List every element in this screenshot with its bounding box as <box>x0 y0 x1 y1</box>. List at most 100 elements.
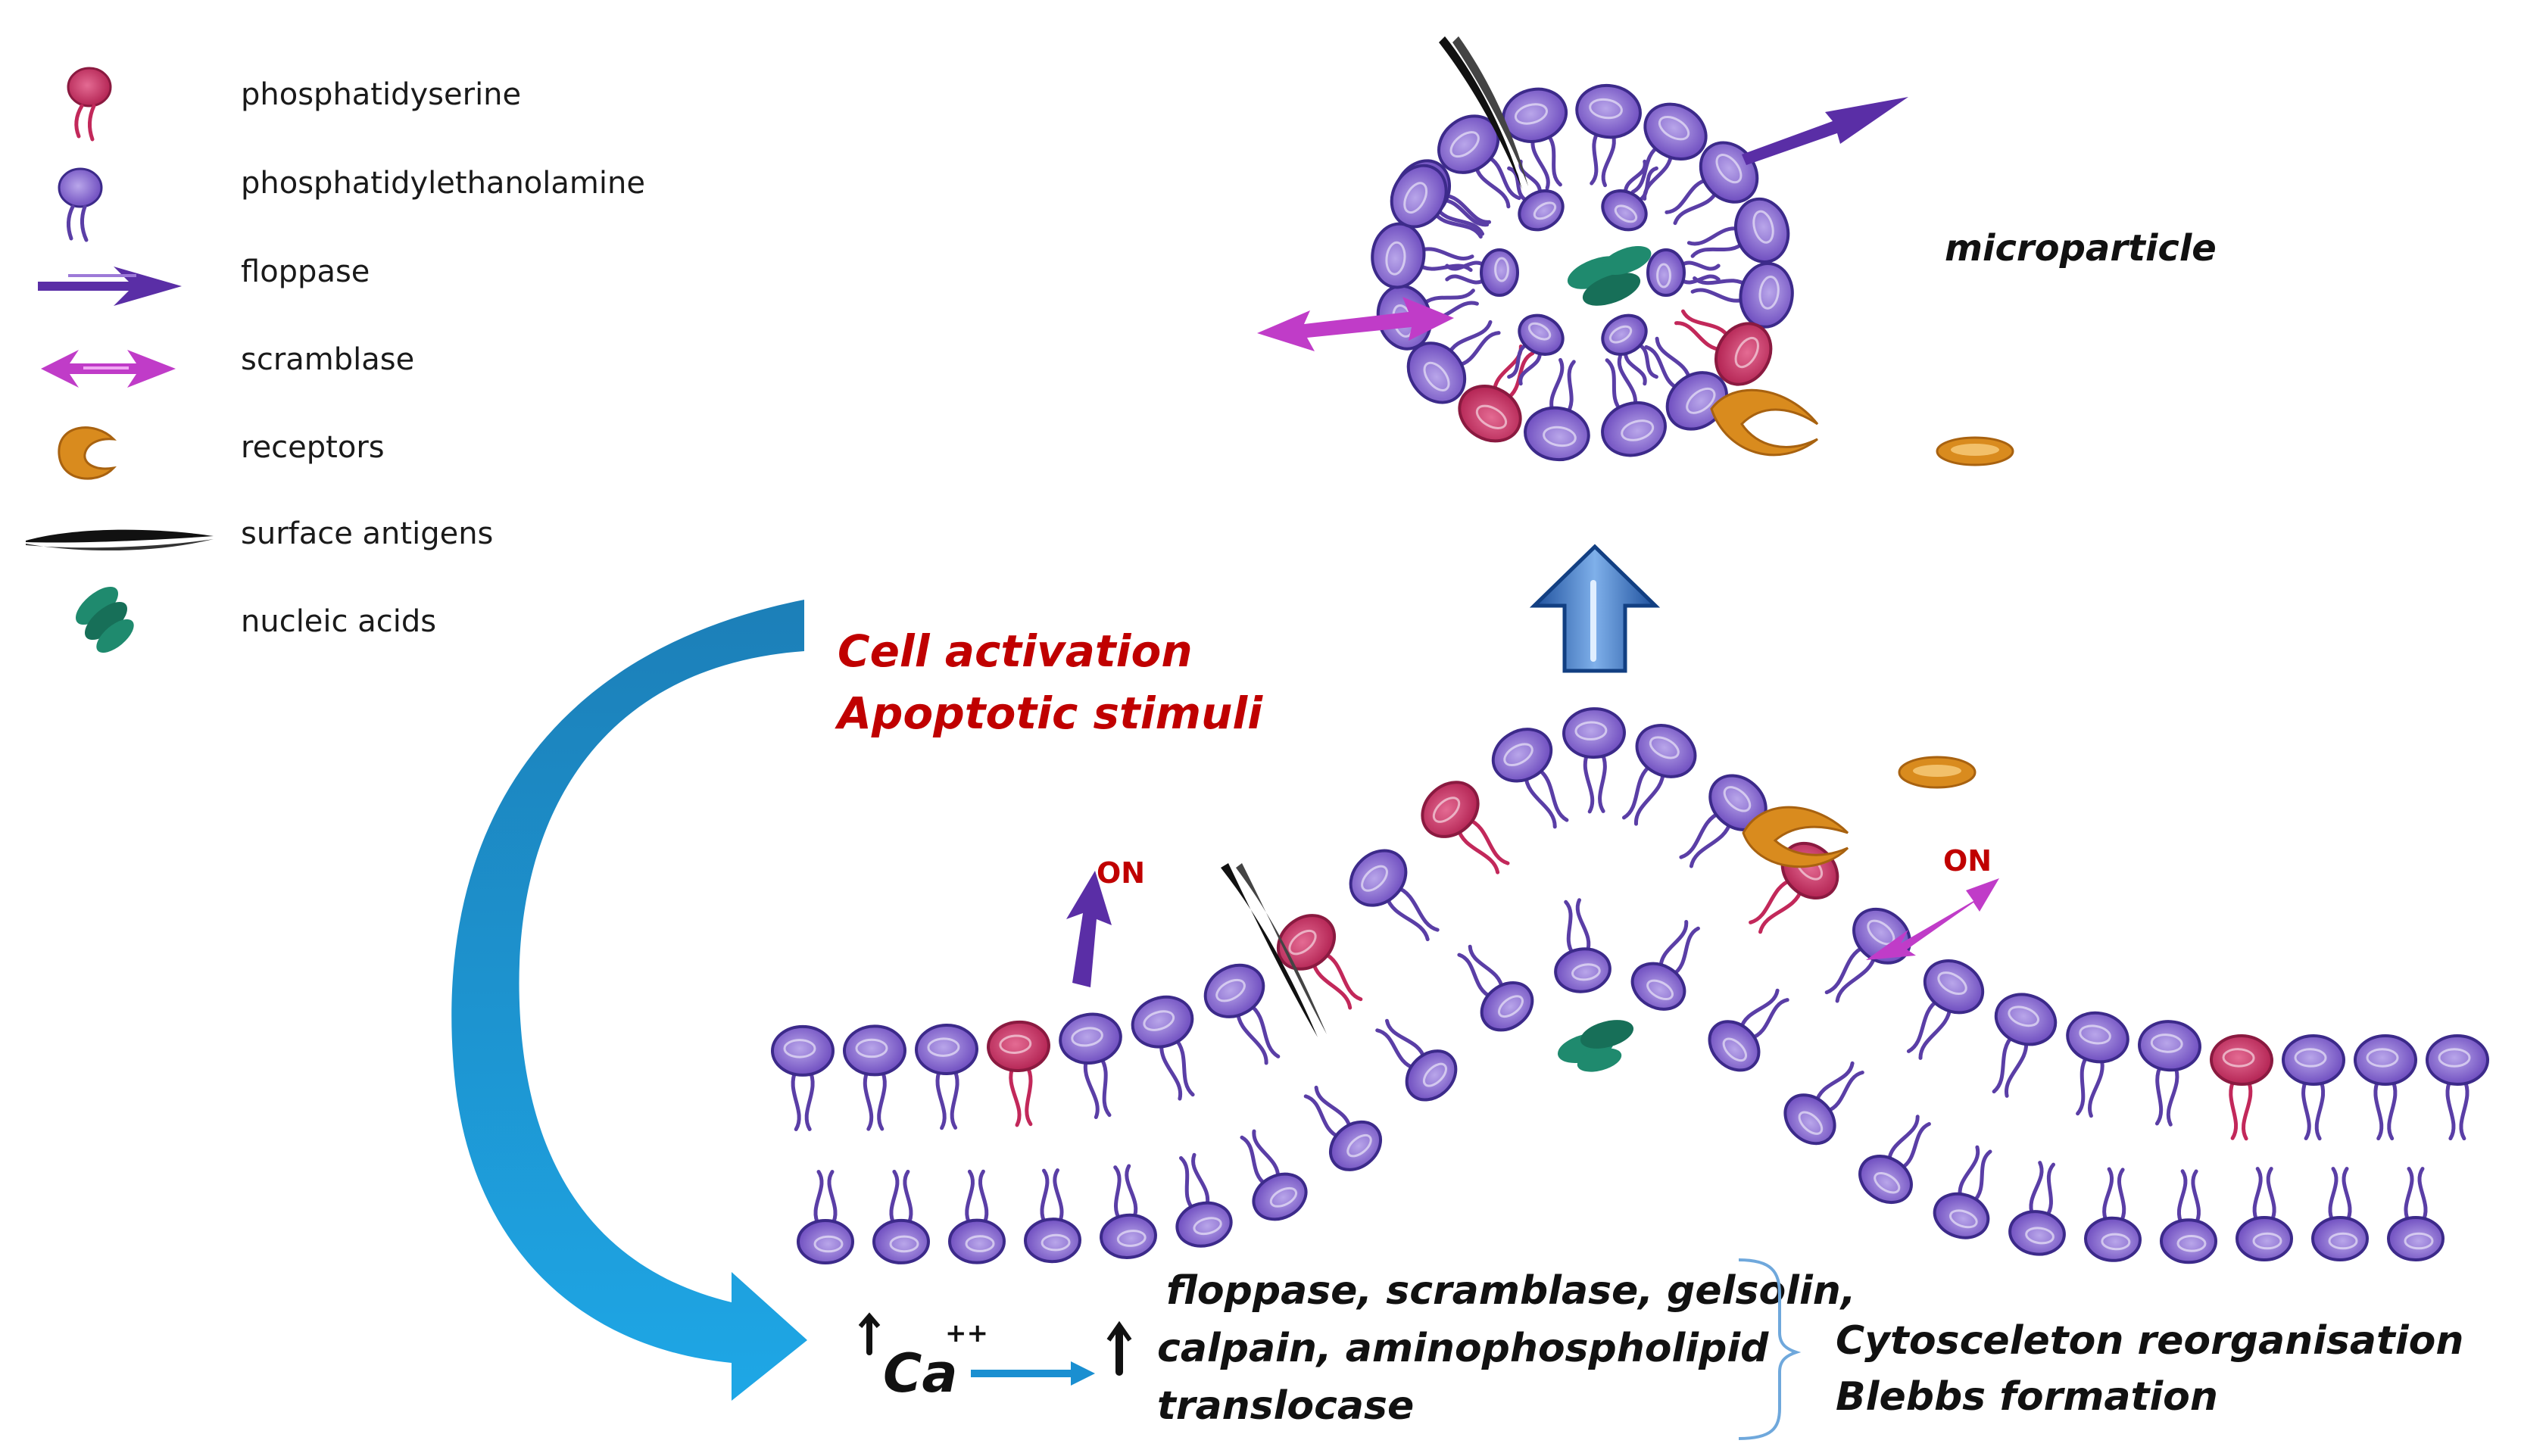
phosphatidylethanolamine-molecule <box>1406 341 1467 404</box>
lipid-tail <box>1394 885 1440 932</box>
phosphatidylethanolamine-molecule <box>1059 1012 1122 1065</box>
phosphatidylethanolamine-molecule <box>1994 993 2058 1046</box>
legend-label: receptors <box>241 430 385 465</box>
lipid-tail <box>1303 1094 1342 1140</box>
phosphatidylethanolamine-molecule <box>1852 907 1911 965</box>
lipid-tail <box>1601 130 1616 188</box>
lipid-tail <box>965 1169 975 1227</box>
floppase-arrow-icon <box>38 267 182 306</box>
phosphatidylethanolamine-molecule <box>1630 962 1686 1011</box>
phosphatidylethanolamine-molecule <box>1131 995 1194 1049</box>
microparticle-floppase-arrow <box>1742 97 1908 165</box>
lipid-tail <box>1474 163 1511 209</box>
lipid-tail <box>1624 348 1647 386</box>
lipid-tail <box>1025 1063 1033 1127</box>
lipid-tail <box>1311 959 1353 1010</box>
lipid-tail <box>1679 811 1722 859</box>
phosphatidylethanolamine-molecule <box>2354 1034 2417 1087</box>
lipid-tail <box>1564 899 1576 957</box>
phosphatidylethanolamine-molecule <box>1371 222 1426 289</box>
lipid-tail <box>2191 1169 2201 1227</box>
lipid-tail <box>1484 154 1521 201</box>
lipid-tail <box>1524 773 1557 829</box>
legend-label: surface antigens <box>241 516 493 551</box>
phosphatidylethanolamine-molecule <box>1480 981 1534 1032</box>
lipid-tail <box>1179 1156 1196 1211</box>
phosphatidylethanolamine-molecule <box>2282 1034 2345 1087</box>
calcium-charge-label: ++ <box>945 1318 988 1348</box>
lipid-tail <box>1749 998 1789 1040</box>
phosphatidylserine-molecule <box>1276 914 1337 971</box>
enzymes-label-line3: translocase <box>1157 1383 1414 1429</box>
nucleic-acid-icon <box>75 586 134 653</box>
legend-label: floppase <box>241 254 370 289</box>
phosphatidylethanolamine-molecule <box>1329 1120 1382 1171</box>
lipid-tail <box>1665 177 1711 214</box>
lipid-tail <box>1375 1028 1417 1071</box>
lipid-tail <box>2176 1169 2188 1227</box>
lipid-tail <box>2076 1053 2090 1116</box>
release-up-arrow <box>1529 544 1661 673</box>
phosphatidylethanolamine-molecule <box>1562 707 1626 759</box>
lipid-tail <box>2301 1077 2311 1140</box>
effect-label-blebbs: Blebbs formation <box>1836 1374 2218 1420</box>
lipid-tail <box>1655 336 1692 382</box>
phosphatidylethanolamine-molecule <box>1646 248 1686 297</box>
lipid-tail <box>1113 1165 1122 1222</box>
phosphatidylethanolamine-molecule <box>1933 1192 1990 1239</box>
lipid-tail <box>1549 357 1565 415</box>
calcium-pathway: Ca ++ floppase, scramblase, gelsolin, ca… <box>858 1258 2463 1440</box>
membrane-floppase-arrow <box>1066 871 1112 987</box>
lipid-tail <box>2088 1055 2104 1118</box>
phosphatidylethanolamine-molecule <box>1575 83 1642 139</box>
lipid-tail <box>2459 1077 2470 1141</box>
phosphatidylethanolamine-molecule <box>1858 1154 1913 1205</box>
legend-item-phosphatidylserine: phosphatidyserine <box>67 67 521 142</box>
lipid-tail <box>1644 345 1681 391</box>
membrane-lipid-heads <box>771 707 2489 1264</box>
legend: phosphatidyserine phosphatidylethanolami… <box>26 67 645 653</box>
lipid-tail <box>1125 1164 1138 1221</box>
lipid-tail <box>1565 360 1576 416</box>
lipid-tail <box>1739 988 1780 1031</box>
membrane-detached-receptor <box>1898 756 1977 789</box>
lipid-tail <box>2252 1167 2263 1224</box>
phosphatidylethanolamine-molecule <box>2138 1020 2201 1072</box>
membrane-scramblase-arrow <box>1866 878 1999 960</box>
membrane-surface-antigen <box>1221 863 1327 1037</box>
lipid-tail <box>1455 331 1501 368</box>
lipid-tail <box>1887 1115 1920 1164</box>
lipid-tail <box>1172 1036 1195 1097</box>
lipid-tail <box>1758 887 1804 934</box>
legend-item-surface-antigens: surface antigens <box>26 516 493 551</box>
lipid-tail <box>1824 1071 1864 1114</box>
phosphatidylethanolamine-molecule <box>1518 189 1565 232</box>
lipid-tail <box>2117 1168 2126 1225</box>
lipid-tail <box>1689 819 1733 868</box>
phosphatidylethanolamine-molecule <box>1923 959 1985 1015</box>
phosphatidylethanolamine-molecule <box>2084 1216 2142 1262</box>
phosphatidylethanolamine-molecule <box>2387 1215 2445 1262</box>
phosphatidylethanolamine-molecule <box>1665 371 1728 431</box>
legend-label: phosphatidylethanolamine <box>241 166 645 201</box>
enzyme-increase-arrowhead <box>1106 1320 1132 1342</box>
microparticle: microparticle <box>1257 36 2217 466</box>
lipid-tail <box>2266 1167 2276 1224</box>
scramblase-arrow-icon <box>41 350 176 388</box>
phosphatidylethanolamine-molecule <box>1349 849 1408 907</box>
lipid-tail <box>1749 878 1794 924</box>
phosphatidylserine-molecule <box>1458 385 1522 443</box>
phosphatidylserine-molecule <box>1780 841 1839 900</box>
phosphatidylethanolamine-molecule <box>2426 1034 2489 1087</box>
lipid-tail <box>1236 1009 1268 1065</box>
lipid-tail <box>2102 1167 2114 1224</box>
calcium-to-enzymes-arrow <box>971 1361 1095 1386</box>
phosphatidylethanolamine-molecule <box>1643 102 1708 161</box>
lipid-tail <box>2328 1167 2338 1224</box>
phosphatidylethanolamine-molecule <box>2160 1218 2217 1264</box>
lipid-tail <box>1899 1122 1931 1171</box>
legend-label: phosphatidyserine <box>241 77 521 112</box>
lipid-tail <box>1535 766 1569 822</box>
phosphatidylethanolamine-molecule <box>1405 1049 1458 1102</box>
phosphatidylethanolamine-molecule <box>1554 947 1612 993</box>
